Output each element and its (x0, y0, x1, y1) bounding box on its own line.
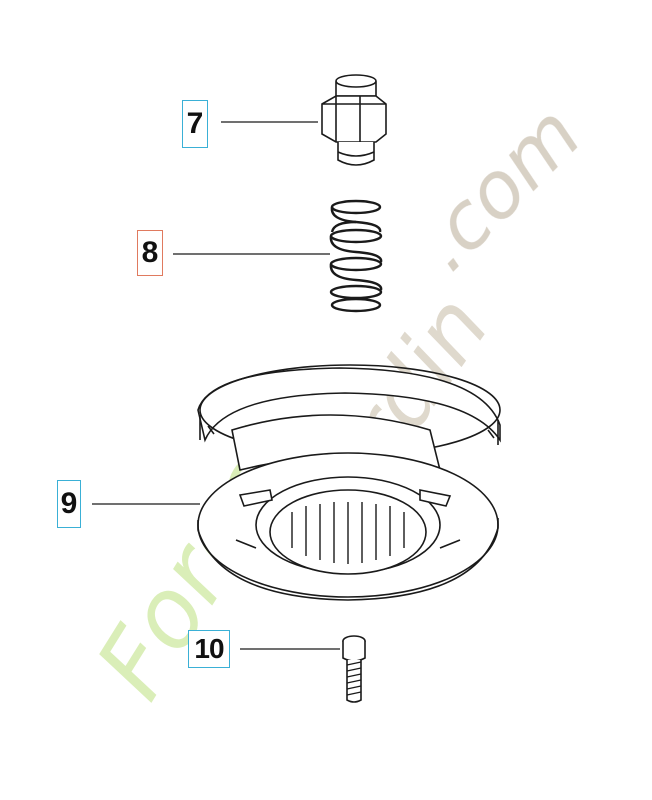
watermark-text-gray-2: .com (400, 89, 599, 288)
callout-part-8: 8 (137, 230, 163, 276)
part-10-screw (342, 635, 366, 703)
leader-lines (92, 121, 340, 650)
part-9-spool (197, 364, 501, 601)
watermark: Forest gardin .com (75, 89, 599, 717)
callout-part-9: 9 (57, 480, 81, 528)
spool-spline-teeth (291, 502, 405, 564)
part-7-hex-bolt (321, 74, 387, 166)
part-8-coil-spring (329, 199, 383, 313)
callout-part-7: 7 (182, 100, 208, 148)
callout-part-10: 10 (188, 630, 230, 668)
